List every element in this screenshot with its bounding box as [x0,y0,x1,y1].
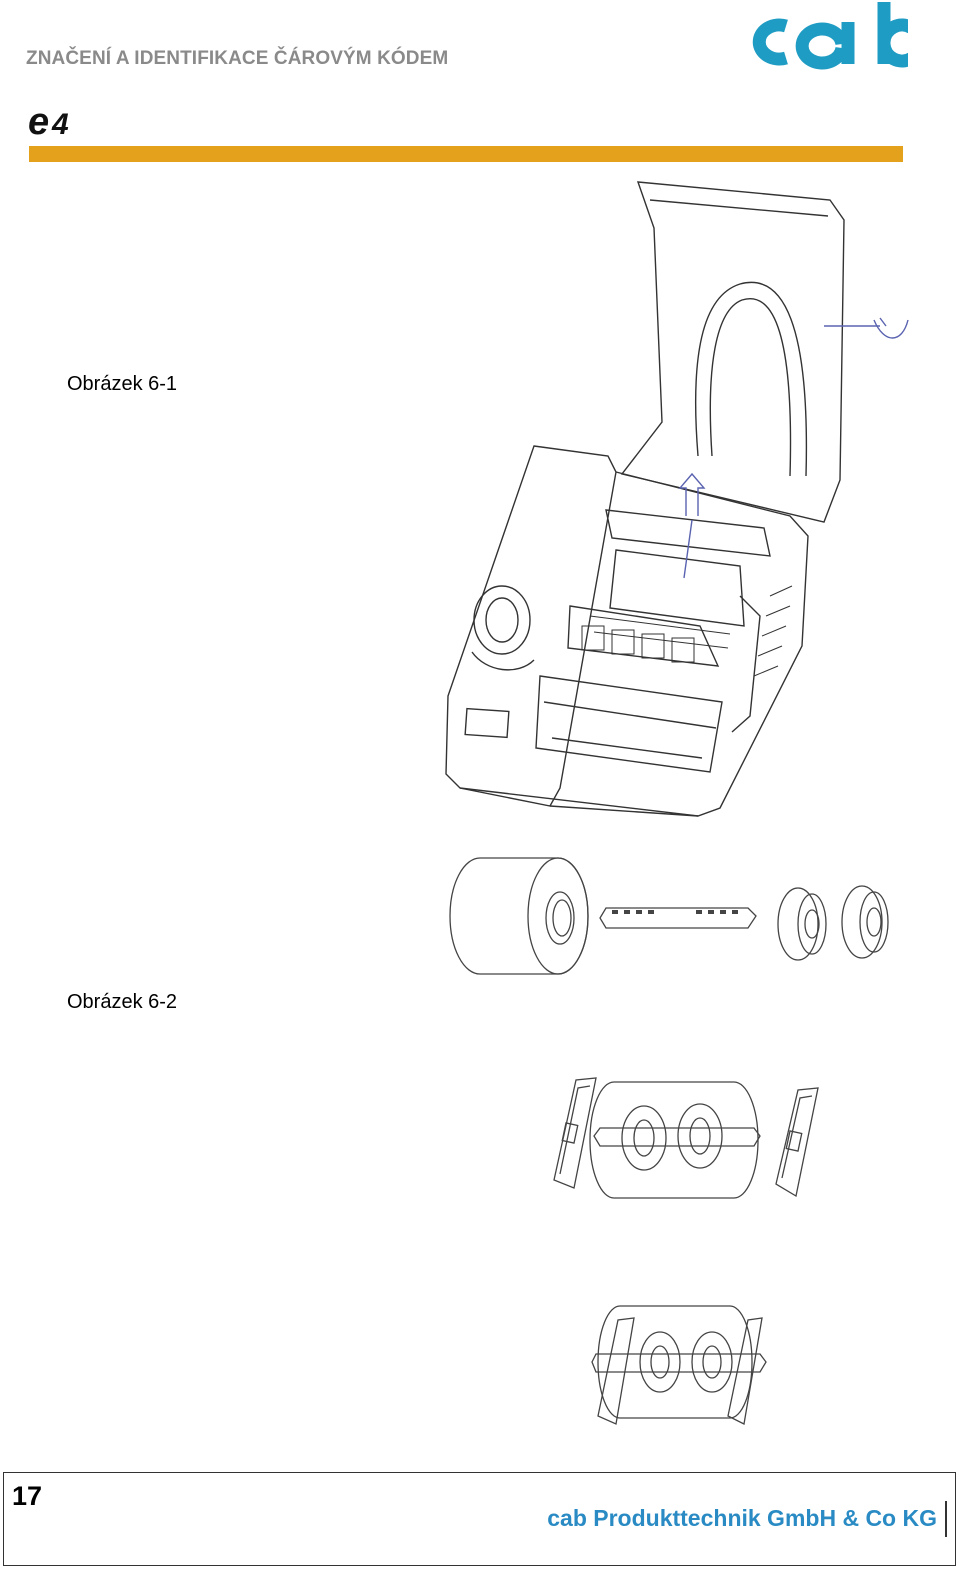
printer-open-illustration [445,181,909,817]
e4-logo: e 4 [28,101,69,140]
svg-text:e: e [28,101,49,140]
ribbon-assembly-complete [591,1305,767,1425]
ribbon-parts-illustration [449,857,889,975]
cab-logo [752,2,908,70]
footer-divider [945,1501,947,1537]
page-header-title: ZNAČENÍ A IDENTIFIKACE ČÁROVÝM KÓDEM [26,48,449,69]
svg-text:4: 4 [51,108,69,140]
figure-caption-1: Obrázek 6-1 [67,373,178,395]
figure-caption-2: Obrázek 6-2 [67,991,178,1013]
company-name: cab Produkttechnik GmbH & Co KG [547,1505,937,1531]
page-footer: 17 cab Produkttechnik GmbH & Co KG [3,1472,956,1566]
page-number: 17 [12,1481,43,1511]
accent-bar [29,146,903,162]
ribbon-assembly-exploded [553,1077,819,1199]
